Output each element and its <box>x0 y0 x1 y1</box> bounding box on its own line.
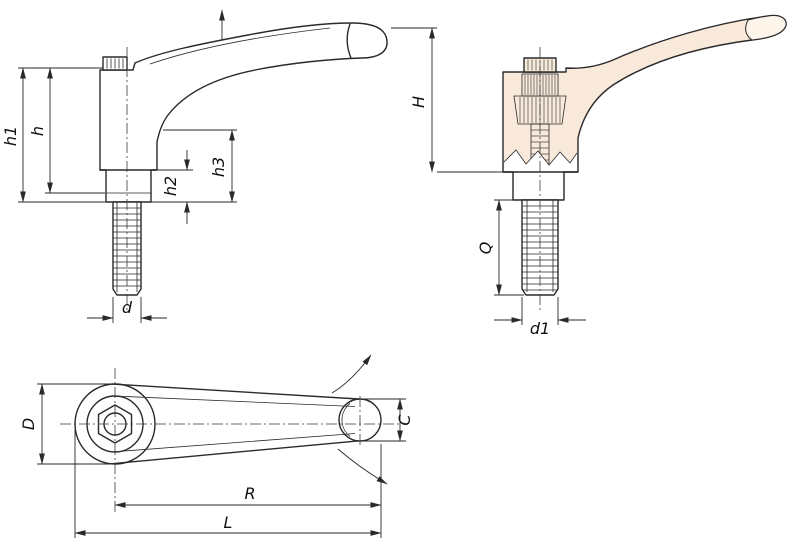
arm-inner-lower <box>112 433 356 453</box>
dim-label-h: h <box>28 126 47 136</box>
rotation-arrow-down <box>337 448 388 485</box>
hex-socket <box>97 404 133 444</box>
cap-knurl-lines <box>527 59 553 71</box>
dim-label-C: C <box>395 414 414 426</box>
stud-root-lines <box>526 200 554 292</box>
side-view: h1 h h3 h2 d <box>1 9 388 323</box>
dim-label-h3: h3 <box>209 157 228 177</box>
arm-lower-edge <box>110 440 359 465</box>
dim-label-h1: h1 <box>1 126 20 146</box>
lever-body-outline <box>99 22 388 203</box>
dim-label-Q: Q <box>476 242 495 255</box>
arm-upper-edge <box>111 383 360 400</box>
dim-label-d1: d1 <box>530 319 550 338</box>
break-zigzag-line <box>503 149 578 166</box>
break-region <box>504 150 577 199</box>
dim-label-D: D <box>19 418 38 430</box>
section-view: H Q d1 <box>391 14 787 338</box>
section-view-dimensions: H Q d1 <box>391 27 586 338</box>
cap-knurl-lines <box>106 58 124 69</box>
plan-view-dimensions: D C R L <box>19 383 414 538</box>
side-view-dimensions: h1 h h3 h2 d <box>1 67 237 323</box>
rotation-arrows <box>331 354 388 485</box>
stud-root-lines <box>116 202 138 292</box>
dim-label-d: d <box>122 298 133 317</box>
plan-view: D C R L <box>19 354 414 538</box>
rotation-arrow-up <box>331 354 372 394</box>
dim-label-R: R <box>244 484 255 503</box>
stud <box>112 201 142 296</box>
dim-label-L: L <box>224 513 233 532</box>
dim-label-H: H <box>409 96 428 108</box>
grip-cap-joint-line <box>346 23 352 59</box>
handle-ridge-line <box>149 27 331 65</box>
dim-label-h2: h2 <box>161 176 180 196</box>
arm-inner-upper <box>113 395 356 407</box>
grip-end-cap <box>745 15 787 41</box>
end-cap-joint-arc <box>341 403 351 437</box>
